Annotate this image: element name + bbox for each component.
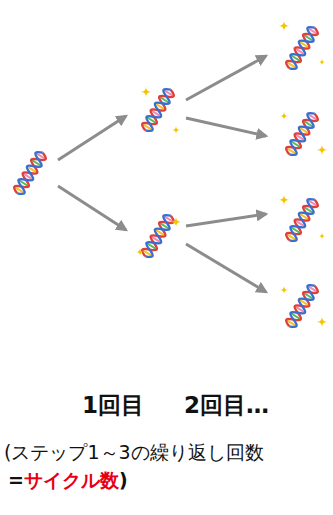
sparkle	[318, 232, 325, 239]
dna-helix	[12, 149, 48, 196]
arrow	[186, 244, 266, 292]
sparkle	[136, 248, 144, 256]
note-text: サイクル数	[24, 469, 119, 491]
dna-helix	[284, 282, 320, 329]
dna-helix	[140, 86, 176, 133]
text-line: =サイクル数)	[8, 468, 128, 494]
dna-helix	[140, 212, 176, 259]
sparkle	[317, 317, 328, 328]
text-line: 2回目…	[184, 390, 269, 421]
arrow	[58, 116, 126, 160]
sparkle	[171, 217, 182, 228]
note-text: =	[8, 469, 24, 491]
arrow	[186, 56, 266, 100]
sparkle	[280, 112, 288, 120]
arrow	[186, 118, 266, 136]
cycle-label: 2回目…	[184, 392, 269, 418]
dna-helix	[284, 24, 320, 71]
arrow	[58, 186, 126, 230]
cycle-label: 1回目	[82, 392, 144, 418]
note-text: (ステップ1～3の繰り返し回数	[4, 441, 264, 463]
sparkle	[279, 21, 290, 32]
text-line: (ステップ1～3の繰り返し回数	[4, 440, 264, 466]
note-text: )	[119, 469, 128, 491]
sparkle	[318, 58, 325, 65]
dna-helix	[284, 196, 320, 243]
dna-helix	[284, 110, 320, 157]
sparkle	[280, 286, 288, 294]
sparkle	[279, 195, 290, 206]
sparkle	[172, 126, 180, 134]
sparkle	[141, 87, 152, 98]
sparkle	[317, 145, 328, 156]
arrow	[186, 214, 266, 226]
text-line: 1回目	[82, 390, 144, 421]
